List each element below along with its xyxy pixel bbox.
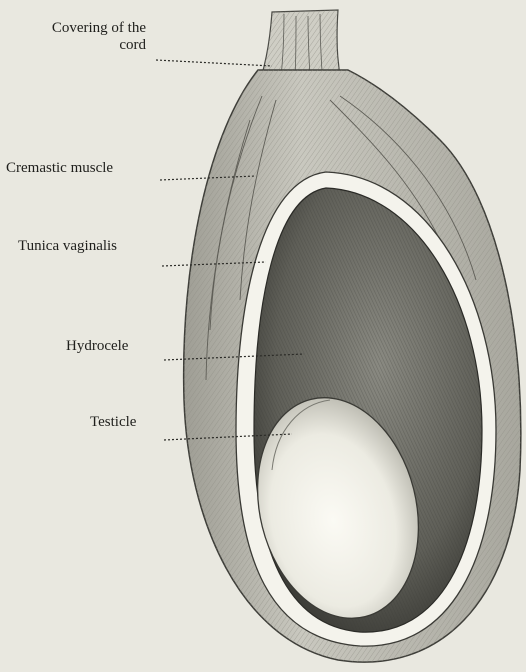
label-covering-line2: cord bbox=[26, 37, 146, 54]
label-testicle: Testicle bbox=[90, 414, 136, 431]
label-tunica-vaginalis: Tunica vaginalis bbox=[18, 238, 117, 255]
label-hydrocele: Hydrocele bbox=[66, 338, 128, 355]
label-covering-of-the-cord: Covering of the cord bbox=[26, 20, 146, 54]
leader-cord bbox=[156, 60, 272, 66]
label-cremastic-muscle: Cremastic muscle bbox=[6, 160, 113, 177]
label-covering-line1: Covering of the bbox=[26, 20, 146, 37]
